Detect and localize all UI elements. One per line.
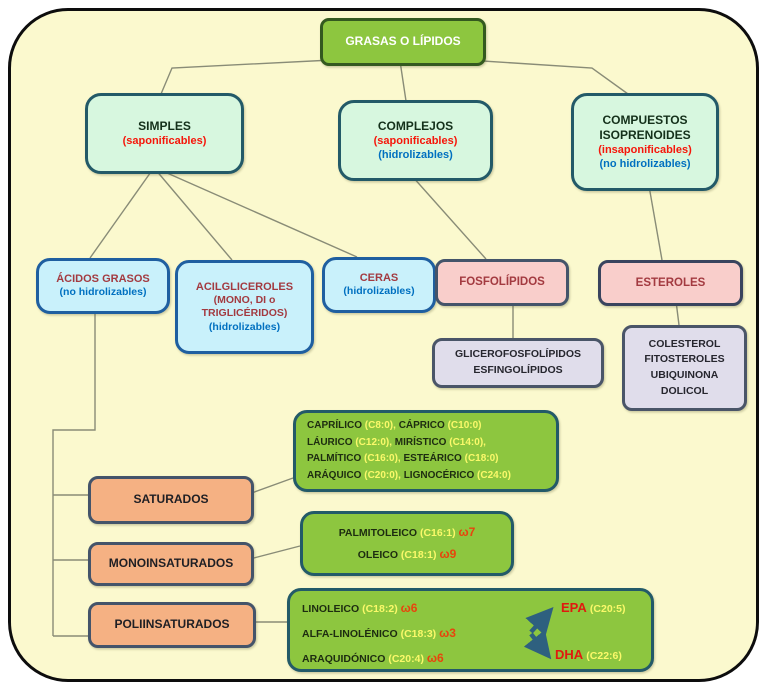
node-ceras-title: CERAS xyxy=(359,272,399,285)
node-poliinsaturados-title: POLIINSATURADOS xyxy=(114,617,230,632)
node-monoinsaturados: MONOINSATURADOS xyxy=(88,542,254,586)
dha-label: DHA (C22:6) xyxy=(555,647,622,662)
node-ceras-subtitles: (hidrolizables) xyxy=(343,285,415,298)
node-ceras: CERAS (hidrolizables) xyxy=(322,257,436,313)
saturados-fatty-acids: CAPRÍLICO (C8:0), CÁPRICO (C10:0)LÁURICO… xyxy=(307,420,511,481)
node-acidos-subtitles: (no hidrolizables) xyxy=(59,286,147,299)
node-isoprenoides-title: COMPUESTOS ISOPRENOIDES xyxy=(599,112,691,142)
node-grasas-o-lipidos: GRASAS O LÍPIDOS xyxy=(320,18,486,66)
epa-label: EPA (C20:5) xyxy=(561,600,626,615)
node-compuestos-isoprenoides: COMPUESTOS ISOPRENOIDES (insaponificable… xyxy=(571,93,719,191)
node-acidos-title: ÁCIDOS GRASOS xyxy=(56,273,150,286)
node-complejos: COMPLEJOS (saponificables)(hidrolizables… xyxy=(338,100,493,181)
arrow-to-dha xyxy=(523,629,552,660)
node-grasas-label: GRASAS O LÍPIDOS xyxy=(345,34,461,49)
node-fosfolipidos: FOSFOLÍPIDOS xyxy=(435,259,569,306)
node-simples-title: SIMPLES xyxy=(138,118,191,133)
detail-saturados-list: CAPRÍLICO (C8:0), CÁPRICO (C10:0)LÁURICO… xyxy=(293,410,559,492)
node-isoprenoides-subtitles: (insaponificables)(no hidrolizables) xyxy=(598,144,692,171)
node-esteroles: ESTEROLES xyxy=(598,260,743,306)
node-saturados: SATURADOS xyxy=(88,476,254,524)
node-simples: SIMPLES (saponificables) xyxy=(85,93,244,174)
arrow-to-epa xyxy=(525,606,554,637)
node-fosfolipidos-title: FOSFOLÍPIDOS xyxy=(459,276,545,289)
node-saturados-title: SATURADOS xyxy=(133,492,209,507)
node-esteroles-title: ESTEROLES xyxy=(635,276,706,289)
node-acilgliceroles-title: ACILGLICEROLES xyxy=(195,280,294,293)
node-complejos-title: COMPLEJOS xyxy=(377,118,454,133)
node-poliinsaturados: POLIINSATURADOS xyxy=(88,602,256,648)
node-complejos-subtitles: (saponificables)(hidrolizables) xyxy=(373,135,458,162)
node-acidos-grasos: ÁCIDOS GRASOS (no hidrolizables) xyxy=(36,258,170,314)
node-monoinsaturados-title: MONOINSATURADOS xyxy=(108,556,234,571)
node-simples-subtitles: (saponificables) xyxy=(122,135,207,148)
